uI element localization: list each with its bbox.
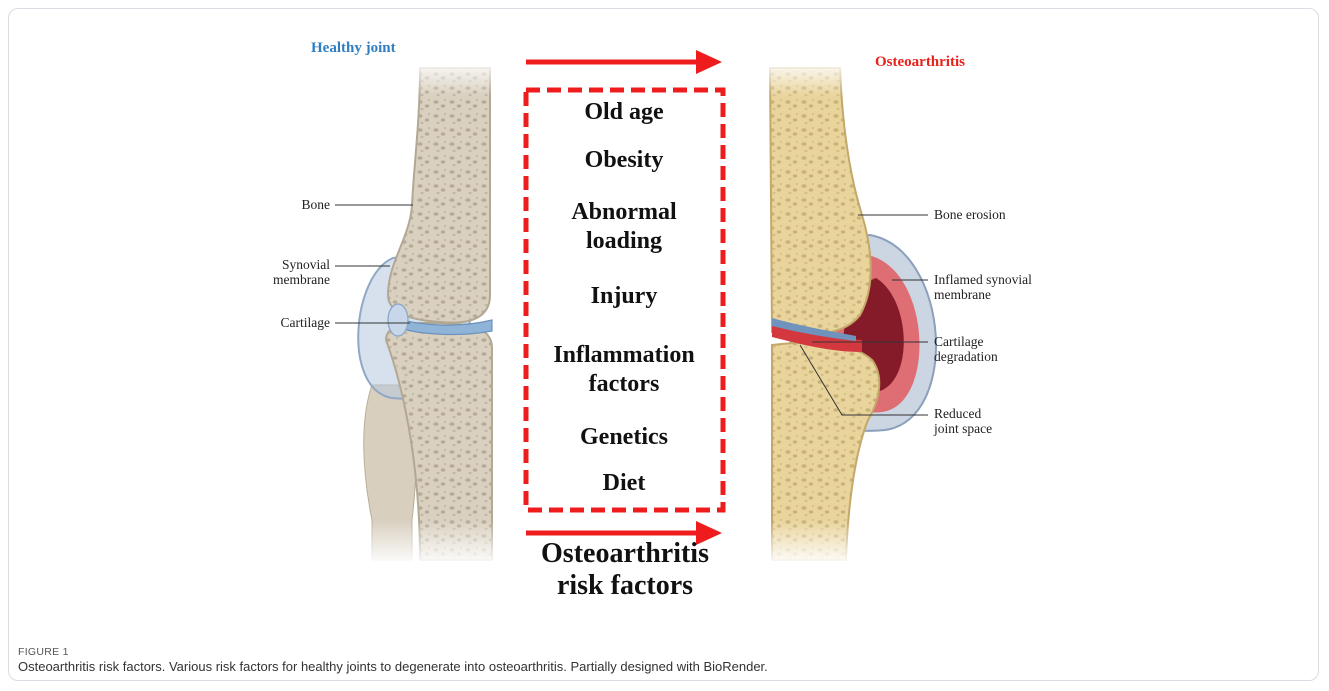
risk-factor-item: Genetics <box>524 423 724 452</box>
risk-factor-item: Old age <box>524 98 724 127</box>
osteoarthritis-figure: Healthy joint Osteoarthritis Bone Synovi… <box>0 0 1329 620</box>
label-bone-erosion: Bone erosion <box>934 207 1006 222</box>
label-cartilage-degradation: Cartilage degradation <box>934 334 998 364</box>
figure-caption-label: FIGURE 1 <box>18 646 69 658</box>
risk-factor-item: Injury <box>524 282 724 311</box>
risk-factor-item: Obesity <box>524 146 724 175</box>
risk-factor-item: Diet <box>524 469 724 498</box>
figure-caption-text: Osteoarthritis risk factors. Various ris… <box>18 659 768 674</box>
label-inflamed-synovial-membrane: Inflamed synovial membrane <box>934 272 1032 302</box>
label-reduced-joint-space: Reduced joint space <box>934 406 992 436</box>
label-synovial-membrane: Synovial membrane <box>240 257 330 287</box>
healthy-joint-illustration <box>335 60 510 565</box>
top-arrow <box>526 50 722 74</box>
label-cartilage: Cartilage <box>240 315 330 330</box>
risk-factor-item: Inflammation factors <box>524 341 724 399</box>
oa-joint-illustration <box>760 60 936 565</box>
label-bone: Bone <box>240 197 330 212</box>
healthy-joint-title: Healthy joint <box>311 40 396 57</box>
osteoarthritis-title: Osteoarthritis <box>875 54 965 71</box>
risk-factor-item: Abnormal loading <box>524 198 724 256</box>
risk-factors-title: Osteoarthritis risk factors <box>500 538 750 602</box>
